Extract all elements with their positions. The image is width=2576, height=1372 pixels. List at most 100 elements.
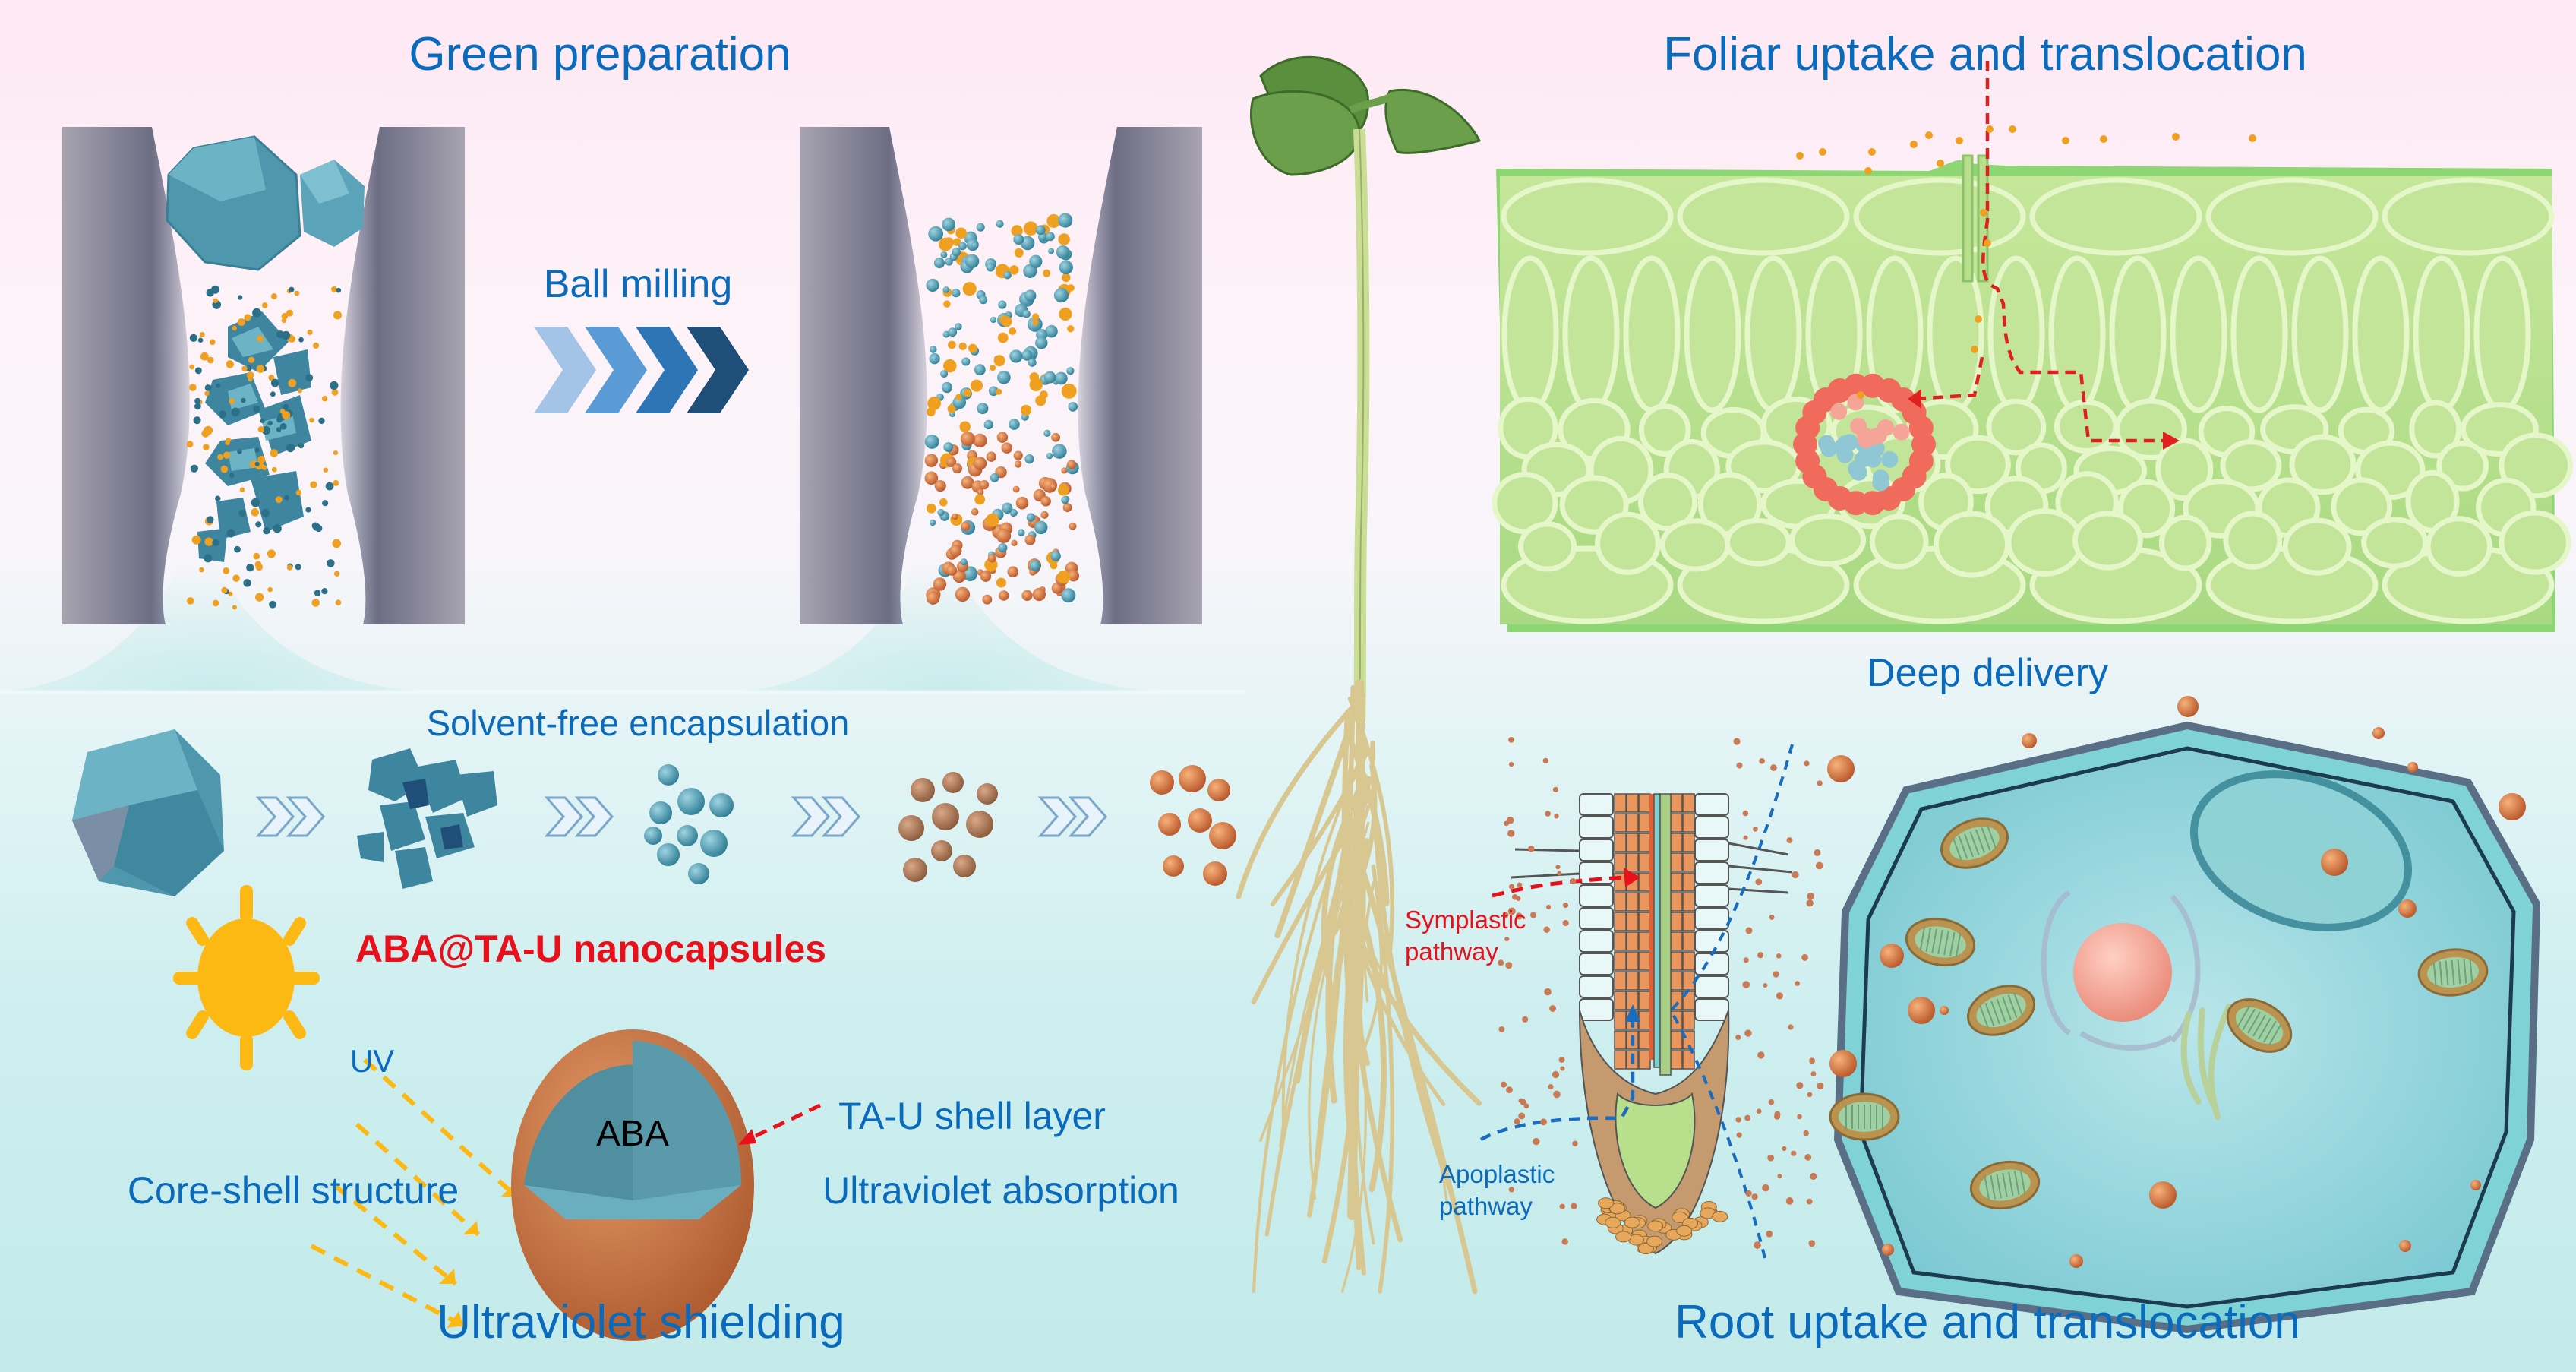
particle <box>1069 522 1077 530</box>
particle <box>993 355 1005 367</box>
particle <box>194 397 201 404</box>
spongy-cell <box>2072 511 2143 571</box>
crista <box>2439 961 2443 986</box>
nanocapsule-dot <box>1980 209 1987 217</box>
particle <box>234 545 241 553</box>
deep-delivery-caption: Deep delivery <box>1867 651 2108 695</box>
nanocapsule-dot <box>1810 1172 1817 1180</box>
particle <box>941 381 953 394</box>
nanoparticle <box>709 793 734 817</box>
particle <box>1020 404 1032 416</box>
ball-milling-arrow-icon <box>534 327 749 413</box>
particle <box>1068 402 1078 412</box>
nanocapsule-dot <box>1759 758 1765 764</box>
particle <box>295 489 302 496</box>
nanocapsule-dot <box>1533 1137 1540 1146</box>
particle <box>1024 454 1034 464</box>
root-hair <box>1728 865 1793 874</box>
foliar-pathway-arrow <box>1981 61 2164 443</box>
root-hair <box>1728 842 1789 856</box>
particle <box>213 298 218 303</box>
particle <box>1046 452 1053 460</box>
particle <box>1052 444 1067 459</box>
epidermis-cell <box>1579 816 1614 839</box>
nanocapsule-dot <box>1755 878 1763 886</box>
xylem-cell <box>1850 417 1867 435</box>
nanocapsule-dot <box>1925 131 1933 139</box>
core-shell-structure-caption: Core-shell structure <box>127 1169 459 1212</box>
cap-cell <box>1647 1220 1664 1232</box>
cortex-cell <box>1682 971 1695 991</box>
nanocapsule-dot <box>1864 167 1872 175</box>
nanocapsule-dot <box>1555 865 1561 870</box>
nanocapsule-dot <box>1806 1198 1813 1205</box>
nanocapsule-dot <box>2062 137 2069 144</box>
cap-cell <box>1646 1235 1662 1247</box>
mitochondrion <box>1966 985 2036 1036</box>
particle <box>1059 260 1073 275</box>
nanoparticle <box>677 788 705 815</box>
root-tip-section <box>1511 793 1793 1255</box>
palisade-cell <box>2230 255 2288 413</box>
particle <box>1058 485 1069 496</box>
nanocapsule-dot <box>1572 1140 1578 1146</box>
particle <box>1032 587 1046 602</box>
cortex-cell <box>1626 912 1639 931</box>
particle <box>271 466 277 473</box>
particle <box>1035 337 1048 349</box>
particle <box>255 593 264 602</box>
particle <box>307 329 313 335</box>
particle <box>333 479 339 486</box>
particle <box>924 454 939 467</box>
particle <box>943 237 955 248</box>
particle <box>942 330 950 338</box>
cortex-cell <box>1638 951 1651 971</box>
nanocapsule-dot <box>1814 849 1821 856</box>
particle <box>1020 236 1035 251</box>
particle <box>971 242 978 249</box>
particle <box>269 600 276 609</box>
particle <box>1040 511 1049 519</box>
phloem-cell <box>1836 446 1854 463</box>
spongy-cell <box>1986 398 2047 456</box>
cortex-cell <box>1614 1030 1627 1050</box>
green-preparation-title: Green preparation <box>409 28 791 81</box>
particle <box>927 397 941 410</box>
epidermal-cell <box>1677 177 1850 256</box>
particle <box>318 417 325 425</box>
particle <box>216 383 221 388</box>
epidermis-cell <box>1694 975 1729 998</box>
particle <box>331 286 337 292</box>
epidermal-cell <box>1853 177 2026 256</box>
nanocapsule <box>1188 808 1212 833</box>
particle <box>223 451 231 459</box>
epidermis-cell <box>1694 793 1729 816</box>
nanocapsule-dot <box>1560 1066 1565 1071</box>
nanocapsule-dot <box>1757 1051 1765 1059</box>
particle <box>955 227 967 239</box>
palisade-cell <box>1684 255 1741 413</box>
nanocapsule-dot <box>1803 1130 1810 1136</box>
cortex-cell <box>1614 951 1627 971</box>
particle <box>1067 325 1075 333</box>
shell-layer-label: TA-U shell layer <box>838 1095 1106 1137</box>
nanoparticle <box>644 827 662 845</box>
coated-particle <box>966 811 993 838</box>
crista <box>1943 931 1949 956</box>
nanocapsule-dot <box>1801 954 1808 961</box>
particle <box>990 365 996 371</box>
symplastic-arrow-icon <box>1624 868 1640 887</box>
symplastic-label-line1: Symplastic <box>1405 906 1526 934</box>
particle <box>961 476 974 489</box>
particle <box>268 375 275 381</box>
nanocapsule-dot <box>1797 1114 1802 1120</box>
particle <box>253 552 260 560</box>
nanocapsule <box>1827 755 1855 782</box>
particle <box>270 449 279 457</box>
cortex-cell <box>1614 991 1627 1010</box>
nanocapsule-dot <box>1733 738 1741 745</box>
epidermis-cell <box>1694 839 1729 861</box>
particle <box>1009 265 1019 275</box>
crista <box>2019 1169 2026 1194</box>
particle <box>226 529 235 538</box>
